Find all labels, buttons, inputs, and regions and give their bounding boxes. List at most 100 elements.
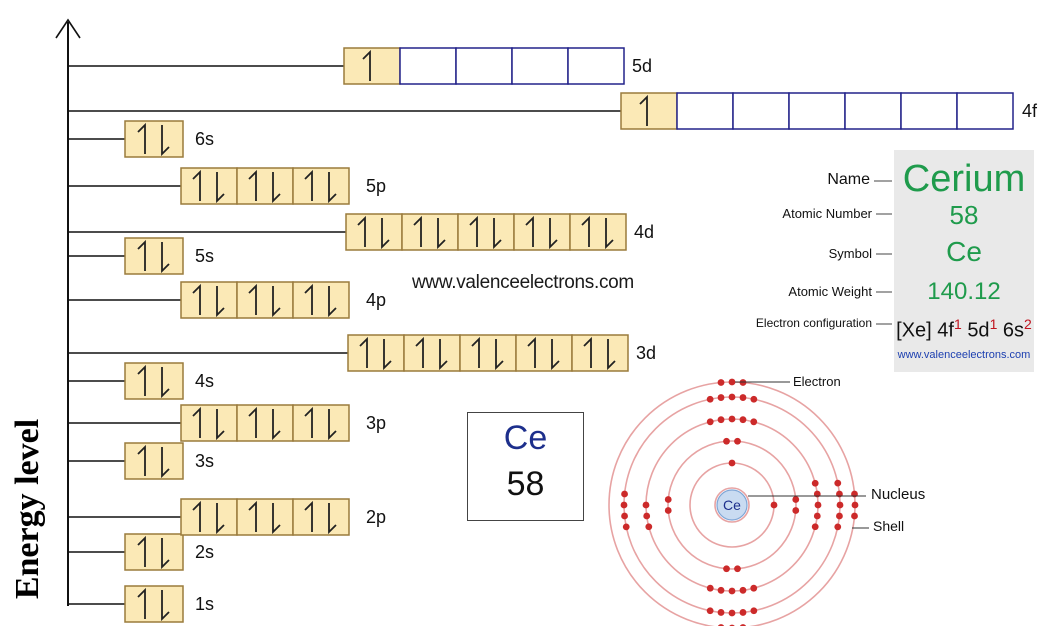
electron — [643, 502, 650, 509]
orbital-box — [901, 93, 957, 129]
orbital-box-cell — [512, 48, 568, 84]
orbital-box-cell — [400, 48, 456, 84]
orbital-box-cell — [402, 214, 458, 250]
electron — [734, 438, 741, 445]
orbital-box-cell — [572, 335, 628, 371]
electron — [750, 396, 757, 403]
orbital-box — [733, 93, 789, 129]
orbital-box-cell — [514, 214, 570, 250]
orbital-box-cell — [346, 214, 402, 250]
orbital-box-cell — [293, 168, 349, 204]
orbital-box-cell — [125, 534, 183, 570]
atomic-weight-label: Atomic Weight — [788, 284, 872, 299]
electron — [812, 480, 819, 487]
electron — [771, 502, 778, 509]
orbital-row-5p: 5p — [68, 168, 386, 204]
symbol-label: Symbol — [829, 246, 872, 261]
electron — [707, 607, 714, 614]
orbital-row-4f: 4f — [68, 93, 1038, 129]
orbital-box — [346, 214, 402, 250]
electron — [792, 507, 799, 514]
nucleus-symbol: Ce — [723, 497, 741, 513]
orbital-box-cell — [516, 335, 572, 371]
electron — [707, 418, 714, 425]
element-symbol: Ce — [468, 419, 583, 458]
electron — [740, 416, 747, 423]
orbital-label: 1s — [195, 594, 214, 614]
orbital-box — [516, 335, 572, 371]
orbital-box — [845, 93, 901, 129]
electron — [750, 607, 757, 614]
electron — [723, 438, 730, 445]
electron — [729, 460, 736, 467]
electron — [718, 609, 725, 616]
orbital-row-3s: 3s — [68, 443, 214, 479]
orbital-box — [512, 48, 568, 84]
orbital-label: 3s — [195, 451, 214, 471]
card-atomic-weight: 140.12 — [894, 278, 1034, 306]
website-watermark: www.valenceelectrons.com — [412, 272, 634, 294]
orbital-row-6s: 6s — [68, 121, 214, 157]
orbital-box-cell — [125, 586, 183, 622]
electron — [815, 502, 822, 509]
electron — [723, 565, 730, 572]
orbital-box-cell — [237, 282, 293, 318]
orbital-row-4s: 4s — [68, 363, 214, 399]
electron — [834, 480, 841, 487]
orbital-box — [125, 238, 183, 274]
orbital-label: 6s — [195, 129, 214, 149]
orbital-box — [125, 363, 183, 399]
electron — [718, 394, 725, 401]
orbital-box — [568, 48, 624, 84]
orbital-box-cell — [237, 405, 293, 441]
orbital-box — [400, 48, 456, 84]
atom-model: Ce — [609, 379, 869, 626]
orbital-label: 5d — [632, 56, 652, 76]
orbital-box — [181, 499, 237, 535]
orbital-box-cell — [458, 214, 514, 250]
electron — [734, 565, 741, 572]
orbital-box — [125, 586, 183, 622]
orbital-box — [621, 93, 677, 129]
electron — [729, 610, 736, 617]
orbital-box-cell — [125, 363, 183, 399]
electron — [707, 585, 714, 592]
orbital-box-cell — [237, 168, 293, 204]
orbital-box — [460, 335, 516, 371]
orbital-label: 5p — [366, 176, 386, 196]
orbital-box-cell — [344, 48, 400, 84]
orbital-box-cell — [456, 48, 512, 84]
orbital-box — [293, 282, 349, 318]
orbital-box — [237, 168, 293, 204]
element-card: Cerium 58 Ce 140.12 [Xe] 4f1 5d1 6s2 www… — [894, 150, 1034, 372]
electron — [665, 507, 672, 514]
electron — [729, 394, 736, 401]
atomic-number-label: Atomic Number — [782, 206, 872, 221]
orbital-box-cell — [293, 405, 349, 441]
name-label: Name — [827, 171, 870, 189]
orbital-label: 5s — [195, 246, 214, 266]
orbital-box-cell — [181, 168, 237, 204]
orbital-box — [293, 499, 349, 535]
electron — [621, 502, 628, 509]
orbital-box — [344, 48, 400, 84]
electron — [836, 513, 843, 520]
orbital-box — [404, 335, 460, 371]
electron — [645, 523, 652, 530]
orbital-row-1s: 1s — [68, 586, 214, 622]
electron — [718, 416, 725, 423]
orbital-row-5d: 5d — [68, 48, 652, 84]
electron — [852, 502, 859, 509]
electron-label: Electron — [793, 374, 841, 389]
orbital-label: 4p — [366, 290, 386, 310]
orbital-label: 3p — [366, 413, 386, 433]
orbital-box — [125, 534, 183, 570]
orbital-box-cell — [125, 238, 183, 274]
electron — [851, 513, 858, 520]
orbital-box — [458, 214, 514, 250]
orbital-box-cell — [621, 93, 677, 129]
orbital-label: 2p — [366, 507, 386, 527]
orbital-box-cell — [789, 93, 845, 129]
electron — [643, 513, 650, 520]
